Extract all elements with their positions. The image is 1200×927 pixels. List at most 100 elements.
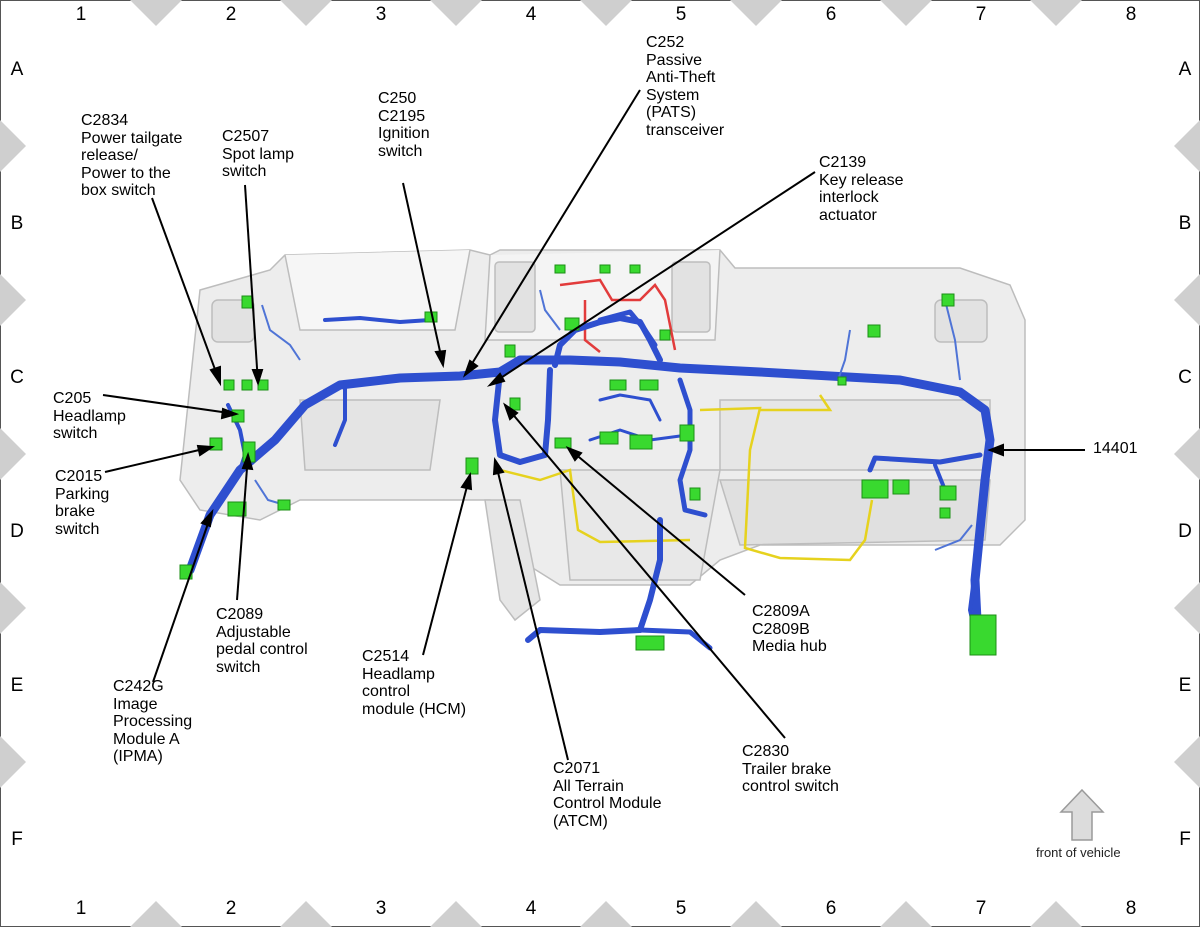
- callout-line: C2830: [742, 743, 790, 760]
- callout-line: C2071: [553, 760, 601, 777]
- grid-label: B: [10, 213, 24, 234]
- callout-line: C252: [646, 34, 685, 51]
- callout-line: Image: [113, 695, 158, 713]
- callout-line: (ATCM): [553, 812, 608, 830]
- zone-marker: [1174, 428, 1200, 480]
- grid-label: 7: [975, 898, 987, 919]
- grid-label: 3: [375, 4, 387, 25]
- callout-line: Module A: [113, 730, 180, 748]
- zone-marker: [1174, 736, 1200, 788]
- zone-marker: [130, 0, 182, 26]
- grid-label: 5: [675, 4, 687, 25]
- zone-marker: [880, 901, 932, 927]
- callout-line: actuator: [819, 206, 877, 224]
- callout-line: switch: [378, 142, 423, 160]
- grid-label: E: [1178, 675, 1192, 696]
- callout-line: module (HCM): [362, 700, 467, 718]
- leader-lines: [102, 89, 1085, 761]
- grid-label: 2: [225, 898, 237, 919]
- up-arrow-icon: [1059, 788, 1105, 841]
- connectors: [179, 264, 997, 656]
- zone-marker: [430, 0, 482, 26]
- callout-line: System: [646, 86, 700, 104]
- grid-label: 6: [825, 4, 837, 25]
- callout-line: Key release: [819, 171, 904, 189]
- yellow-wire-bundle: [499, 394, 874, 562]
- zone-marker: [430, 901, 482, 927]
- grid-label: 4: [525, 4, 537, 25]
- zone-marker: [730, 0, 782, 26]
- zone-marker: [0, 582, 26, 634]
- front-of-vehicle-label: front of vehicle: [1036, 845, 1121, 860]
- callout-line: switch: [216, 658, 261, 676]
- callout-line: switch: [55, 520, 100, 538]
- grid-label: 8: [1125, 898, 1137, 919]
- callout-line: C2809A: [752, 603, 810, 620]
- callout-line: C2015: [55, 468, 103, 485]
- callout-line: Control Module: [553, 795, 662, 812]
- callout-line: Adjustable: [216, 623, 291, 641]
- zone-marker: [1174, 274, 1200, 326]
- callout-line: Power to the: [81, 164, 171, 182]
- zone-marker: [580, 0, 632, 26]
- callout-line: interlock: [819, 189, 879, 206]
- callout-line: control switch: [742, 778, 839, 795]
- grid-label: D: [1178, 521, 1192, 542]
- callout-line: Parking: [55, 485, 110, 503]
- grid-label: B: [1178, 213, 1192, 234]
- grid-label: 1: [75, 4, 87, 25]
- callout-line: Headlamp: [53, 407, 126, 425]
- grid-label: D: [10, 521, 24, 542]
- callout-line: C2089: [216, 606, 264, 623]
- callout-line: Trailer brake: [742, 760, 832, 778]
- callout-line: C2514: [362, 648, 410, 665]
- callout-line: transceiver: [646, 121, 725, 139]
- callout-line: C2139: [819, 154, 867, 171]
- grid-label: F: [11, 829, 23, 850]
- zone-marker: [580, 901, 632, 927]
- callout-line: 14401: [1093, 440, 1138, 457]
- callout-line: Processing: [113, 713, 193, 730]
- zone-marker: [1030, 0, 1082, 26]
- callout-line: C2834: [81, 112, 129, 129]
- grid-label: 5: [675, 898, 687, 919]
- zone-marker: [1174, 582, 1200, 634]
- callout-line: C242G: [113, 678, 164, 695]
- zone-marker: [280, 0, 332, 26]
- callout-line: (IPMA): [113, 748, 163, 765]
- callout-line: C2195: [378, 107, 426, 125]
- zone-marker: [730, 901, 782, 927]
- zone-marker: [1030, 901, 1082, 927]
- callout-line: Power tailgate: [81, 129, 183, 147]
- zone-marker: [880, 0, 932, 26]
- callout-14401: 14401: [1093, 440, 1138, 458]
- red-wire-bundle: [559, 278, 677, 353]
- callout-line: pedal control: [216, 641, 308, 658]
- callout-line: switch: [222, 163, 267, 180]
- grid-label: A: [1178, 59, 1192, 80]
- grid-label: C: [1178, 367, 1192, 388]
- callout-line: C250: [378, 90, 417, 107]
- zone-marker: [280, 901, 332, 927]
- callout-line: control: [362, 683, 411, 700]
- callout-line: release/: [81, 147, 138, 164]
- main-harness: [185, 309, 995, 651]
- grid-label: 7: [975, 4, 987, 25]
- callout-line: C2507: [222, 128, 270, 145]
- zone-marker: [0, 736, 26, 788]
- callout-line: (PATS): [646, 104, 697, 121]
- callout-line: Media hub: [752, 638, 827, 655]
- callout-line: brake: [55, 503, 96, 520]
- grid-label: A: [10, 59, 24, 80]
- grid-label: 3: [375, 898, 387, 919]
